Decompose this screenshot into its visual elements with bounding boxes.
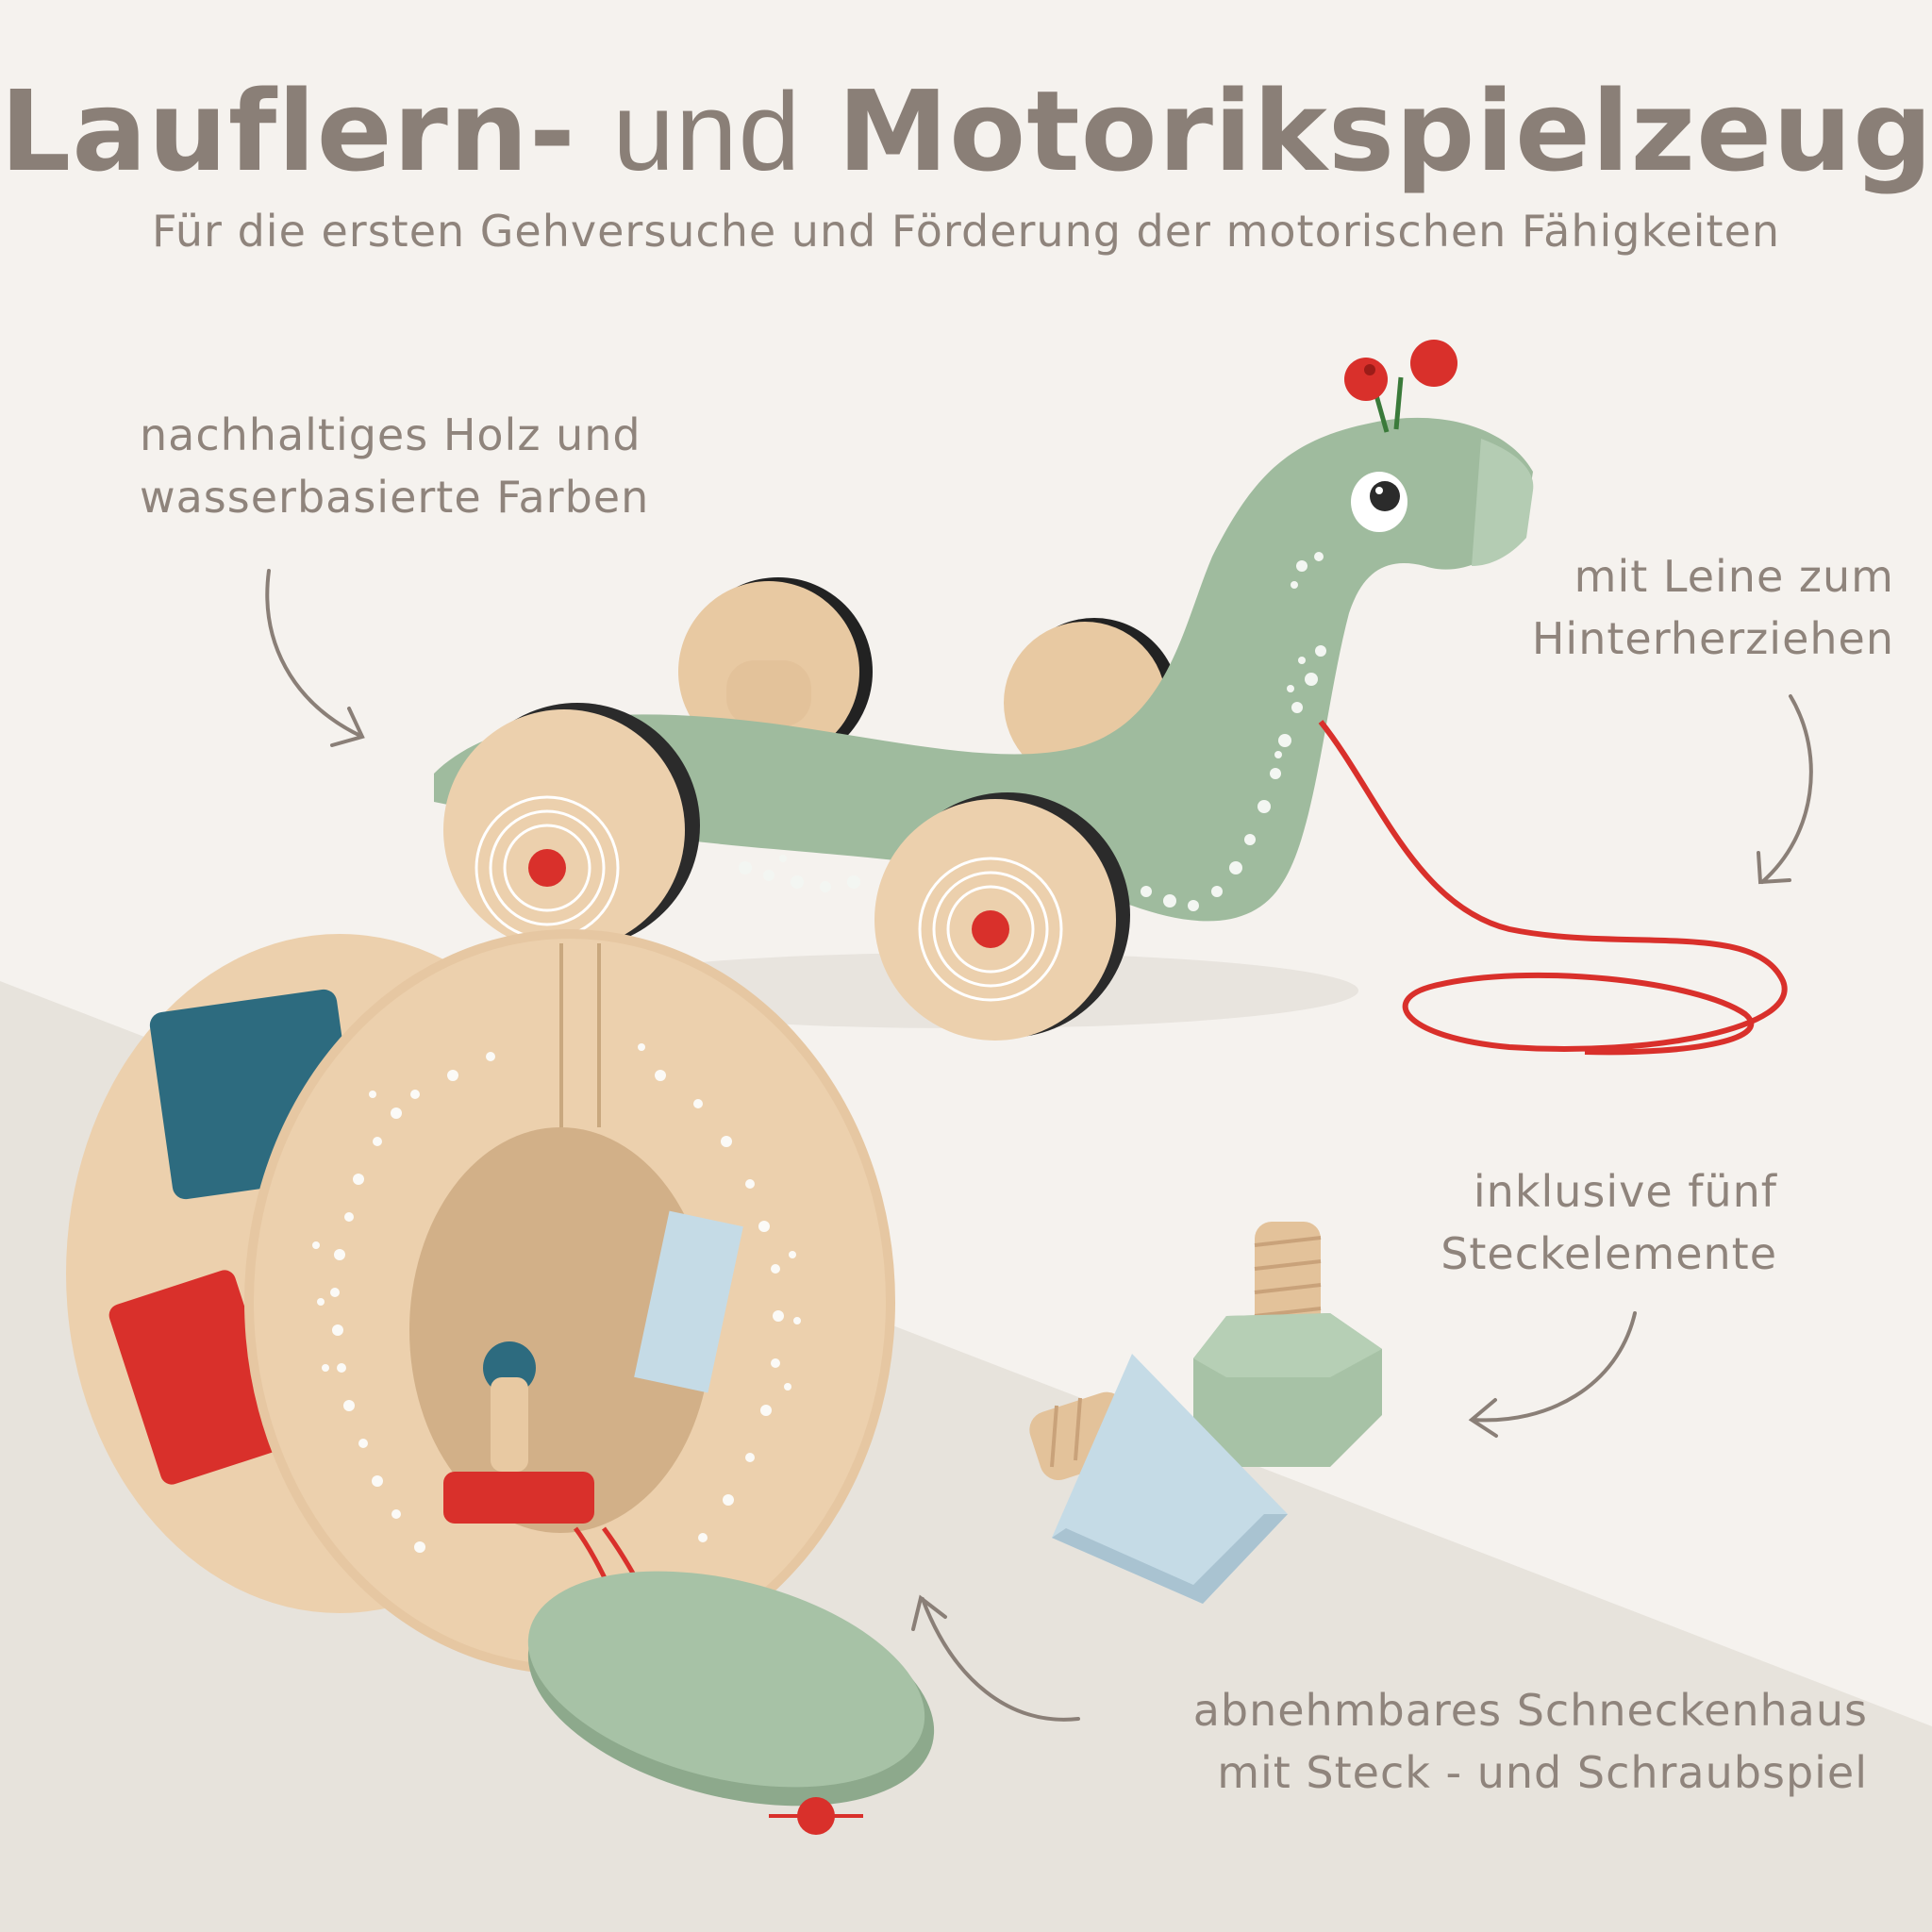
bolt-long [1254,1222,1322,1344]
pull-cord [1318,720,1788,1056]
headline: Lauflern- und Motorikspielzeug [0,66,1932,196]
callout-leash: mit Leine zum Hinterherziehen [1532,545,1894,670]
snail-shell [66,929,935,1835]
headline-part-2: und [612,70,802,194]
hexagon-nut [1193,1313,1382,1467]
callout-shell: abnehmbares Schneckenhaus mit Steck - un… [1193,1679,1868,1804]
subheadline: Für die ersten Gehversuche und Förderung… [151,206,1781,257]
snail-dots [739,552,1326,911]
callout-leash-line-1: mit Leine zum [1574,551,1894,602]
snail-eye [1351,472,1407,532]
callout-shell-line-2: mit Steck - und Schraubspiel [1217,1747,1868,1798]
arrow-pieces [1468,1311,1637,1438]
arrow-leash [1757,694,1813,885]
callout-wood-line-1: nachhaltiges Holz und [140,409,641,460]
headline-part-1: Lauflern- [0,66,576,196]
callout-pieces: inklusive fünf Steckelemente [1441,1160,1777,1285]
back-wheel-left [678,577,873,766]
callout-shell-line-1: abnehmbares Schneckenhaus [1192,1685,1868,1736]
arrows [265,569,1813,1722]
headline-part-3: Motorikspielzeug [837,66,1932,196]
shell-dots [312,1043,801,1553]
callout-wood: nachhaltiges Holz und wasserbasierte Far… [140,404,649,528]
shell-disc [527,1571,935,1807]
callout-leash-line-2: Hinterherziehen [1531,613,1894,664]
front-wheel-left [443,703,700,951]
shape-pieces [1029,1222,1382,1604]
callout-wood-line-2: wasserbasierte Farben [140,472,650,523]
snail-antennae [1344,340,1457,433]
arrow-shell [911,1594,1080,1722]
arrow-wood [265,569,365,747]
front-wheel-right [874,792,1130,1041]
snail-body [434,417,1533,922]
triangle-piece [1052,1354,1288,1604]
callout-pieces-line-1: inklusive fünf [1473,1166,1777,1217]
callout-pieces-line-2: Steckelemente [1441,1228,1777,1279]
